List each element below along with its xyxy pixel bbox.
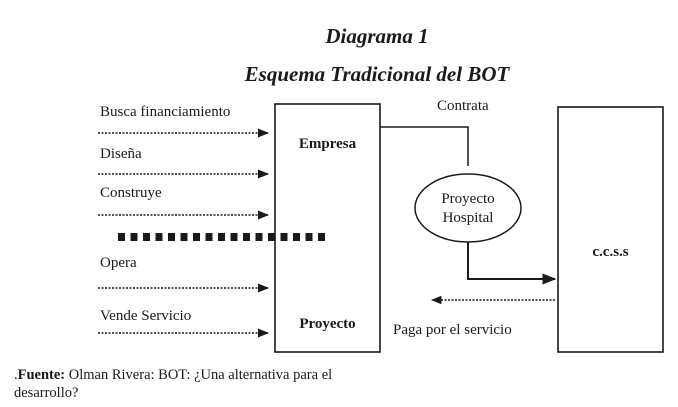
source-prefix: .	[14, 367, 18, 383]
proyecto-label: Proyecto	[299, 316, 355, 332]
ccss-label: c.c.s.s	[592, 244, 628, 260]
activity-label-disena: Diseña	[100, 146, 142, 162]
activity-label-financiamiento: Busca financiamiento	[100, 104, 230, 120]
contrata-connector	[380, 126, 469, 166]
hospital-label-line2: Hospital	[443, 210, 494, 226]
source-text: Olman Rivera: BOT: ¿Una alternativa para…	[14, 367, 333, 401]
source-note: .Fuente: Olman Rivera: BOT: ¿Una alterna…	[14, 366, 394, 402]
activity-label-construye: Construye	[100, 185, 162, 201]
hospital-label-line1: Proyecto	[441, 191, 494, 207]
empresa-proyecto-box	[274, 103, 381, 353]
proyecto-hospital-node	[414, 173, 522, 243]
source-label: Fuente:	[17, 367, 66, 383]
contrata-label: Contrata	[437, 98, 489, 114]
diagram-subtitle: Esquema Tradicional del BOT	[244, 62, 510, 86]
diagram-title: Diagrama 1	[325, 24, 429, 48]
payment-label: Paga por el servicio	[393, 322, 512, 338]
activity-label-opera: Opera	[100, 255, 137, 271]
activity-label-vende: Vende Servicio	[100, 308, 191, 324]
ccss-box	[557, 106, 664, 353]
service-arrow	[467, 242, 557, 285]
empresa-label: Empresa	[299, 136, 357, 152]
